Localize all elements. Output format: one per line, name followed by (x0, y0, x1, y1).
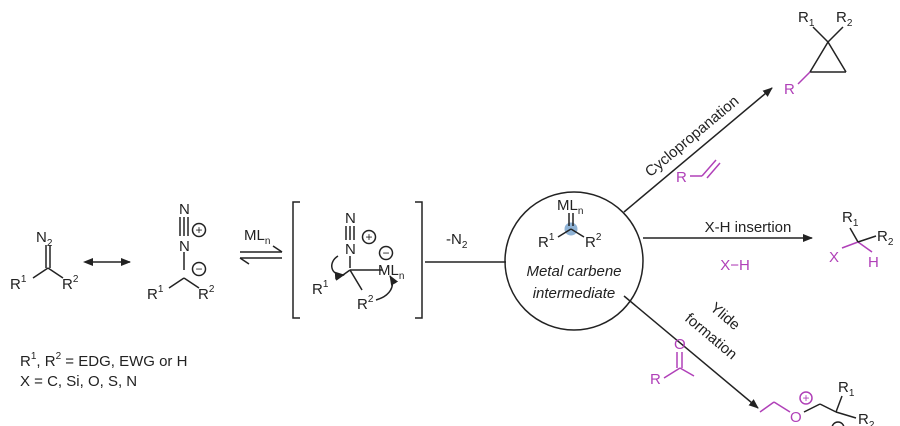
diazonium-plus: + (195, 223, 202, 237)
carbene-r1-label: R1 (538, 232, 555, 251)
carbonyl-reagent-o: O (674, 336, 686, 353)
equilibrium-reagent: MLn (244, 227, 270, 247)
ylide-r2: R2 (858, 411, 875, 426)
complex-plus: + (365, 230, 372, 244)
alkene-reagent (690, 159, 721, 179)
complex-n-mid: N (345, 241, 356, 258)
carbene-circle (504, 191, 644, 331)
insertion-x: X (829, 249, 839, 266)
cyclopropane-r1: R1 (798, 9, 815, 29)
complex-minus: − (382, 246, 389, 260)
ylide-product (759, 391, 857, 426)
carbene-bonds (557, 213, 585, 238)
carbonyl-reagent-r: R (650, 371, 661, 388)
diazonium-minus: − (195, 262, 202, 276)
ylide-minus: − (834, 421, 841, 426)
diazo-r2-label: R2 (62, 274, 79, 293)
diazonium-r1-label: R1 (147, 284, 164, 303)
carbene-caption-line2: intermediate (533, 285, 616, 302)
diazonium-n-mid: N (179, 238, 190, 255)
cyclopropane-product (797, 26, 847, 85)
cyclopropane-r: R (784, 81, 795, 98)
metal-complex (331, 226, 399, 301)
diazo-compound (32, 245, 64, 279)
complex-brackets (292, 201, 423, 319)
xh-insertion-label: X-H insertion (705, 219, 792, 236)
insertion-r1: R1 (842, 209, 859, 229)
footnote-line1: R1, R2 = EDG, EWG or H (20, 351, 187, 370)
carbene-caption-line1: Metal carbene (526, 263, 621, 280)
cyclopropanation-label: Cyclopropanation (642, 93, 742, 181)
insertion-h: H (868, 254, 879, 271)
diazo-n2-label: N2 (36, 229, 53, 249)
cyclopropanation-arrow (623, 87, 773, 213)
complex-ml-label: MLn (378, 262, 404, 282)
xh-reagent-label: X−H (720, 257, 750, 274)
complex-r1-label: R1 (312, 279, 329, 298)
ylide-plus: + (802, 391, 809, 405)
diazo-r1-label: R1 (10, 274, 27, 293)
ylide-r1: R1 (838, 379, 855, 399)
footnote-line2: X = C, Si, O, S, N (20, 373, 137, 390)
complex-n-top: N (345, 210, 356, 227)
carbene-ml-label: MLn (557, 197, 583, 217)
cyclopropane-r2: R2 (836, 9, 853, 29)
diazonium-r2-label: R2 (198, 284, 215, 303)
diazonium-n-top: N (179, 201, 190, 218)
n2-loss-label: -N2 (446, 231, 468, 251)
carbonyl-reagent (663, 352, 695, 379)
insertion-product (841, 227, 877, 253)
carbene-r2-label: R2 (585, 232, 602, 251)
complex-r2-label: R2 (357, 294, 374, 313)
equilibrium-arrows (239, 245, 283, 265)
alkene-reagent-r: R (676, 169, 687, 186)
diazonium-form (168, 217, 207, 289)
ylide-arrow (623, 295, 759, 409)
ylide-o: O (790, 409, 802, 426)
insertion-r2: R2 (877, 228, 894, 248)
